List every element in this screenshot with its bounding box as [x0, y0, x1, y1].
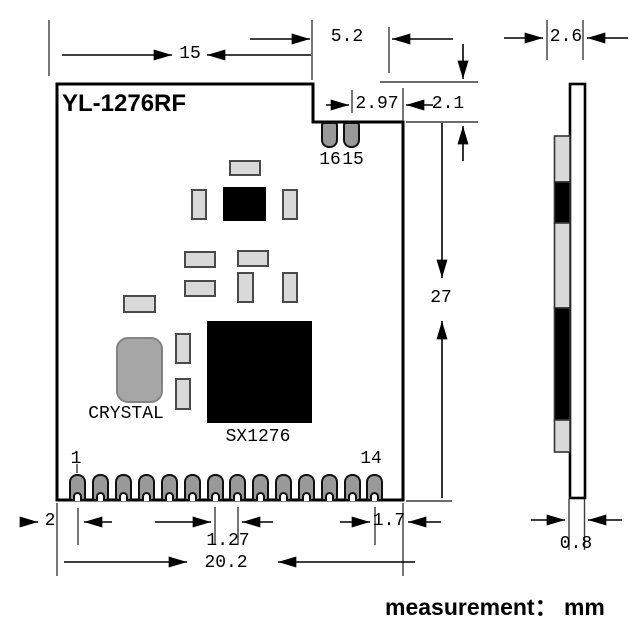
pin-half-hole — [142, 492, 151, 501]
side-component-band-black — [553, 307, 571, 421]
dim-total-thickness-lines — [504, 20, 628, 60]
dim-step-height: 2.1 — [431, 94, 465, 114]
side-view — [553, 82, 587, 500]
dim-step-height-lines — [380, 44, 478, 161]
pin-half-hole — [188, 492, 197, 501]
side-pcb-edge — [568, 82, 587, 500]
pin-half-hole — [279, 492, 288, 501]
side-component-band-gray — [553, 419, 571, 453]
dim-pin-pitch-lines — [155, 507, 273, 545]
crystal-body — [116, 337, 163, 403]
dim-edge-to-pin1-lines — [19, 503, 112, 576]
pin-15-label: 15 — [342, 150, 364, 170]
module-title: YL-1276RF — [62, 90, 187, 117]
component-rect — [282, 272, 298, 303]
dim-step-width: 5.2 — [330, 27, 364, 47]
pin-half-hole — [302, 492, 311, 501]
measurement-unit-note: measurement： mm — [385, 594, 605, 620]
pin-half-hole — [256, 492, 265, 501]
component-rect — [175, 333, 191, 364]
dim-pcb-thickness: 0.8 — [559, 534, 593, 554]
component-rect — [229, 160, 261, 176]
pin-half-hole — [73, 492, 82, 501]
pin-half-hole — [370, 492, 379, 501]
side-component-band-gray — [553, 135, 571, 183]
dim-total-thickness: 2.6 — [549, 27, 583, 47]
side-component-band-gray — [553, 222, 571, 309]
dim-left-to-step-lines — [48, 20, 313, 80]
pin-half-hole — [119, 492, 128, 501]
board-components — [116, 160, 312, 423]
dimension-lines — [19, 20, 628, 576]
pin-15 — [343, 122, 360, 148]
component-rect — [237, 272, 254, 303]
dim-pin15-to-edge: 2.97 — [355, 94, 399, 114]
component-rect — [282, 189, 298, 220]
dim-board-width: 20.2 — [204, 553, 248, 573]
component-rect — [123, 295, 156, 313]
dim-pin15-to-edge-lines — [326, 88, 433, 121]
component-rect — [184, 280, 216, 297]
dim-pin14-to-edge-lines — [340, 503, 441, 576]
dim-pin-pitch: 1.27 — [206, 531, 250, 551]
component-rect — [175, 378, 191, 410]
dim-edge-to-pin1: 2 — [44, 511, 56, 531]
pin-half-hole — [233, 492, 242, 501]
dim-body-height-lines — [406, 123, 452, 502]
component-rect — [184, 251, 216, 268]
dim-body-height: 27 — [430, 288, 452, 308]
pin-half-hole — [165, 492, 174, 501]
pin-half-hole — [96, 492, 105, 501]
component-black-square — [223, 187, 266, 221]
component-rect — [237, 250, 269, 267]
dim-pin14-to-edge: 1.7 — [372, 511, 406, 531]
component-rect — [191, 189, 207, 220]
pin-14-label: 14 — [360, 449, 382, 469]
pin-half-hole — [325, 492, 334, 501]
pin-half-hole — [348, 492, 357, 501]
dim-step-width-lines — [250, 27, 453, 73]
side-component-band-black — [553, 181, 571, 224]
pin-16-label: 16 — [319, 150, 341, 170]
crystal-label: CRYSTAL — [88, 404, 164, 424]
pin-16 — [321, 122, 338, 148]
chip-label: SX1276 — [225, 427, 291, 447]
dim-pcb-thickness-lines — [531, 499, 622, 550]
pin-1-label: 1 — [70, 449, 82, 469]
pin-half-hole — [211, 492, 220, 501]
dim-left-to-step: 15 — [179, 44, 201, 64]
chip-sx1276-body — [207, 321, 312, 423]
